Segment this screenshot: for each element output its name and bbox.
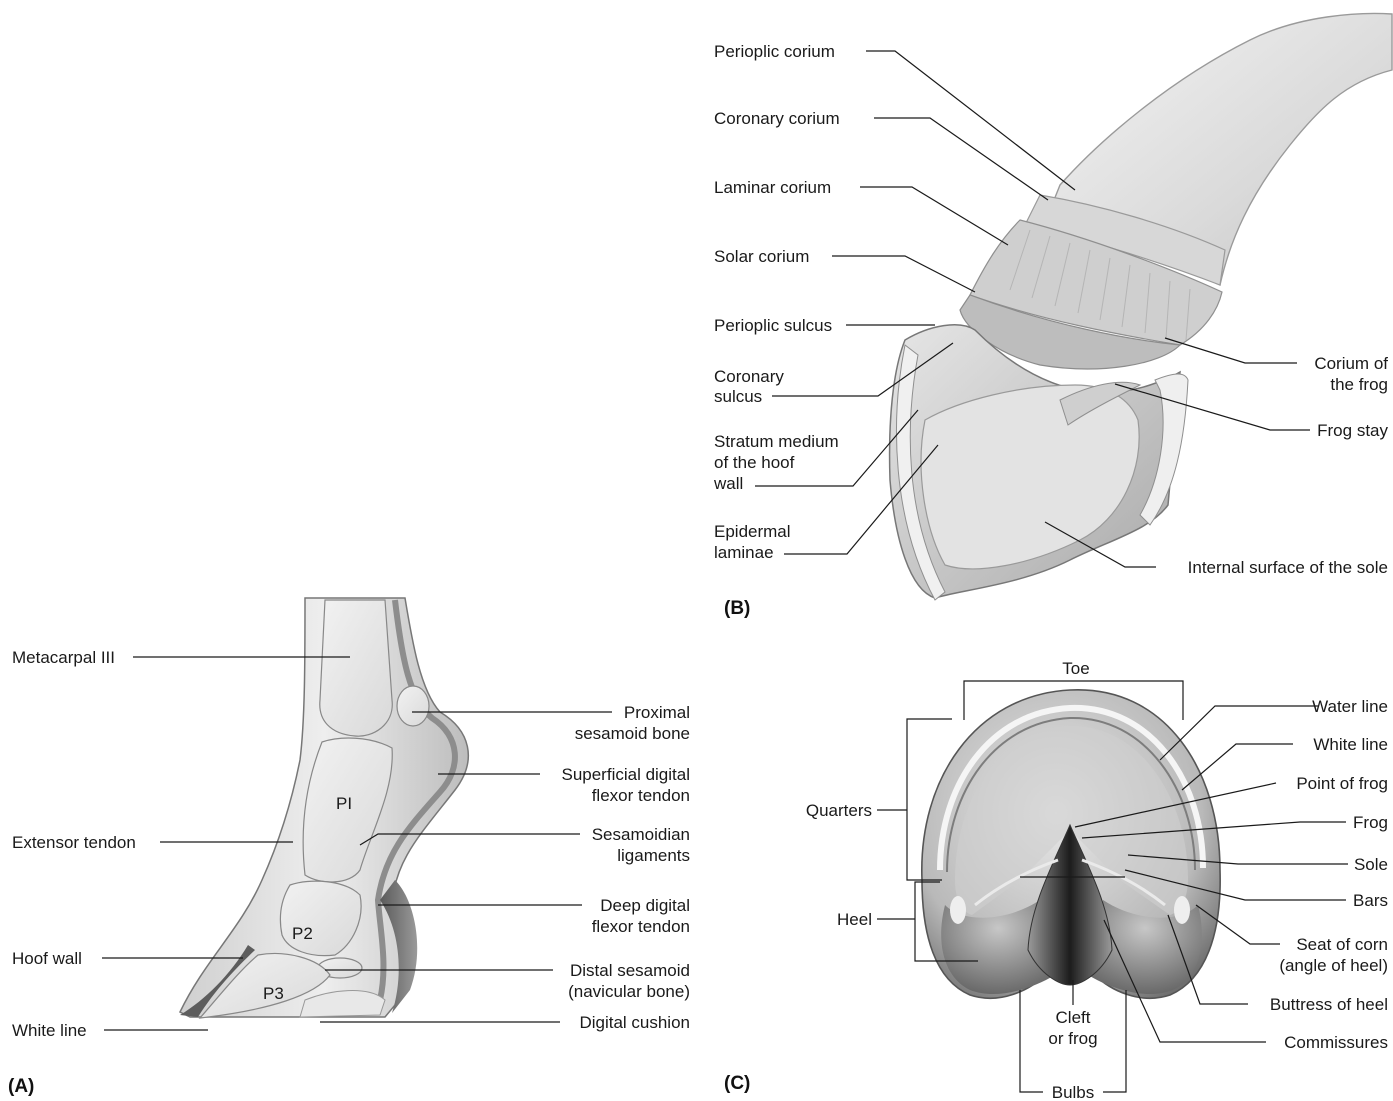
bracket-bulbs-left [1020,990,1043,1092]
bone-label-p3: P3 [263,984,284,1003]
leader-perioplic-corium [866,51,1075,190]
label-stratum-medium-3: wall [713,474,743,493]
label-coronary-corium: Coronary corium [714,109,840,128]
leader-laminar-corium [860,187,1008,245]
label-distal-sesamoid-2: (navicular bone) [568,982,690,1001]
label-coronary-sulcus-2: sulcus [714,387,762,406]
label-superficial-digital-2: flexor tendon [592,786,690,805]
label-digital-cushion: Digital cushion [579,1013,690,1032]
label-hoof-wall: Hoof wall [12,949,82,968]
label-metacarpal-iii: Metacarpal III [12,648,115,667]
label-cleft-2: or frog [1048,1029,1097,1048]
label-commissures: Commissures [1284,1033,1388,1052]
label-quarters: Quarters [806,801,872,820]
label-buttress-of-heel: Buttress of heel [1270,995,1388,1014]
bone-label-p1: PI [336,794,352,813]
label-laminar-corium: Laminar corium [714,178,831,197]
label-distal-sesamoid-1: Distal sesamoid [570,961,690,980]
label-proximal-sesamoid-1: Proximal [624,703,690,722]
leader-solar-corium [832,256,975,292]
label-cleft-1: Cleft [1056,1008,1091,1027]
label-coronary-sulcus-1: Coronary [714,367,784,386]
label-internal-surface-sole: Internal surface of the sole [1188,558,1388,577]
leader-coronary-corium [874,118,1048,200]
label-solar-corium: Solar corium [714,247,809,266]
label-heel: Heel [837,910,872,929]
label-point-of-frog: Point of frog [1296,774,1388,793]
bone-label-p2: P2 [292,924,313,943]
label-stratum-medium-1: Stratum medium [714,432,839,451]
label-epidermal-laminae-1: Epidermal [714,522,791,541]
label-seat-of-corn-2: (angle of heel) [1279,956,1388,975]
label-perioplic-sulcus: Perioplic sulcus [714,316,832,335]
label-deep-digital-1: Deep digital [600,896,690,915]
label-frog-stay: Frog stay [1317,421,1388,440]
label-bulbs: Bulbs [1052,1083,1095,1101]
panel-label-a: (A) [8,1076,34,1097]
label-corium-of-frog-1: Corium of [1314,354,1388,373]
label-seat-of-corn-1: Seat of corn [1296,935,1388,954]
panel-label-c: (C) [724,1073,750,1094]
panel-a-illustration [180,598,468,1018]
bracket-bulbs-right [1103,990,1126,1092]
label-toe: Toe [1062,659,1089,678]
label-sesamoidian-2: ligaments [617,846,690,865]
label-sesamoidian-1: Sesamoidian [592,825,690,844]
label-corium-of-frog-2: the frog [1330,375,1388,394]
label-frog: Frog [1353,813,1388,832]
label-white-line-c: White line [1313,735,1388,754]
panel-label-b: (B) [724,598,750,619]
label-white-line-a: White line [12,1021,87,1040]
panel-c-illustration [922,690,1220,998]
label-water-line: Water line [1312,697,1388,716]
label-epidermal-laminae-2: laminae [714,543,774,562]
label-perioplic-corium: Perioplic corium [714,42,835,61]
label-extensor-tendon: Extensor tendon [12,833,136,852]
panel-b-illustration [890,13,1392,600]
label-sole: Sole [1354,855,1388,874]
label-superficial-digital-1: Superficial digital [561,765,690,784]
label-stratum-medium-2: of the hoof [714,453,795,472]
label-proximal-sesamoid-2: sesamoid bone [575,724,690,743]
label-deep-digital-2: flexor tendon [592,917,690,936]
label-bars: Bars [1353,891,1388,910]
